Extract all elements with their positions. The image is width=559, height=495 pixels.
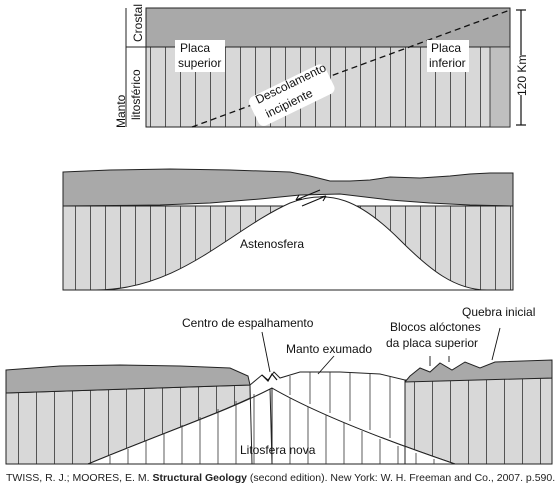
- panel-3-seafloor-spreading: Centro de espalhamento Manto exumado Blo…: [5, 305, 553, 465]
- upper-plate-label-line-1: Placa: [180, 41, 210, 55]
- lower-plate-label-line-1: Placa: [431, 41, 461, 55]
- citation-authors: TWISS, R. J.; MOORES, E. M.: [6, 472, 150, 484]
- source-citation: TWISS, R. J.; MOORES, E. M. Structural G…: [6, 472, 558, 484]
- mantle-label-line-2: litosférico: [129, 69, 143, 120]
- exhumed-mantle: [87, 371, 456, 465]
- upper-plate-label-line-2: superior: [178, 56, 221, 70]
- panel-1-initial-lithosphere: Crostal Manto litosférico Placa superior…: [114, 4, 529, 128]
- citation-title: Structural Geology: [152, 472, 247, 484]
- mantle-label-line-1: Manto: [114, 94, 128, 128]
- crust-label: Crostal: [131, 4, 145, 42]
- left-plate-crust: [5, 364, 251, 394]
- allochthonous-blocks-label-line-1: Blocos alóctones: [390, 320, 481, 334]
- ridge-crest: [261, 372, 278, 382]
- scale-label: 120 Km: [515, 55, 529, 96]
- asthenosphere-label: Astenosfera: [240, 237, 304, 251]
- scale-bar: 120 Km: [514, 9, 529, 126]
- right-plate-mantle: [404, 377, 553, 465]
- panel-2-crust: [62, 168, 514, 207]
- right-plate-crust: [403, 359, 553, 383]
- initial-break-label: Quebra inicial: [462, 305, 535, 319]
- spreading-center-label: Centro de espalhamento: [182, 316, 314, 330]
- allochthonous-blocks-label-line-2: da placa superior: [386, 336, 478, 350]
- asthenosphere-dome: [95, 196, 488, 291]
- incipient-detachment-line: [191, 9, 511, 128]
- citation-details: (second edition). New York: W. H. Freema…: [249, 472, 556, 484]
- new-lithosphere-label: Litosfera nova: [240, 443, 316, 457]
- shear-arrows: [295, 189, 327, 207]
- exhumed-mantle-label: Manto exumado: [286, 342, 372, 356]
- panel-2-asthenosphere-upwelling: Astenosfera: [62, 168, 514, 291]
- lower-plate-label-line-2: inferior: [429, 56, 466, 70]
